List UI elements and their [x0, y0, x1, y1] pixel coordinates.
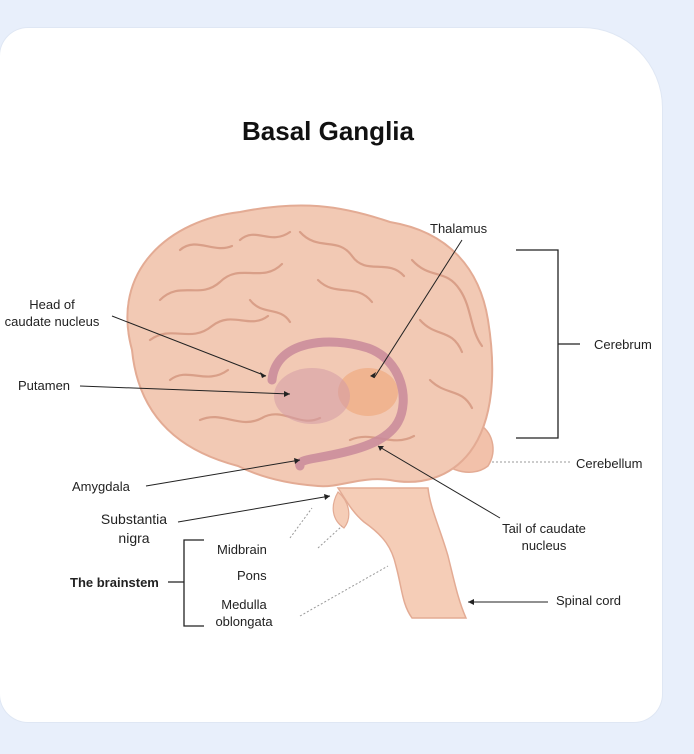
- brainstem-bracket: [168, 539, 204, 627]
- thalamus-shape: [338, 368, 398, 416]
- pons-bulge: [332, 491, 350, 529]
- gyri-lines: [148, 230, 484, 442]
- cerebrum-bracket: [516, 249, 580, 439]
- label-head-of-caudate: Head of caudate nucleus: [4, 297, 100, 329]
- leader-lines: [79, 239, 548, 603]
- arrowheads: [260, 372, 474, 605]
- label-medulla-oblongata: Medulla oblongata: [215, 597, 273, 629]
- label-cerebrum: Cerebrum: [594, 337, 652, 352]
- brainstem-shape: [336, 487, 468, 619]
- dotted-leaders: [289, 461, 570, 617]
- label-cerebellum: Cerebellum: [576, 456, 643, 471]
- label-tail-of-caudate: Tail of caudate nucleus: [502, 521, 586, 553]
- diagram-title: Basal Ganglia: [242, 116, 414, 146]
- label-midbrain: Midbrain: [217, 542, 267, 557]
- label-brainstem: The brainstem: [70, 575, 159, 590]
- background-frame: [36, 0, 656, 28]
- label-pons: Pons: [237, 568, 267, 583]
- label-amygdala: Amygdala: [72, 479, 130, 494]
- caudate-nucleus-shape: [267, 337, 408, 471]
- label-putamen: Putamen: [18, 378, 71, 393]
- putamen-shape: [274, 368, 350, 424]
- label-thalamus: Thalamus: [430, 221, 488, 236]
- label-spinal-cord: Spinal cord: [556, 593, 622, 608]
- label-substantia-nigra: Substantia nigra: [100, 511, 168, 546]
